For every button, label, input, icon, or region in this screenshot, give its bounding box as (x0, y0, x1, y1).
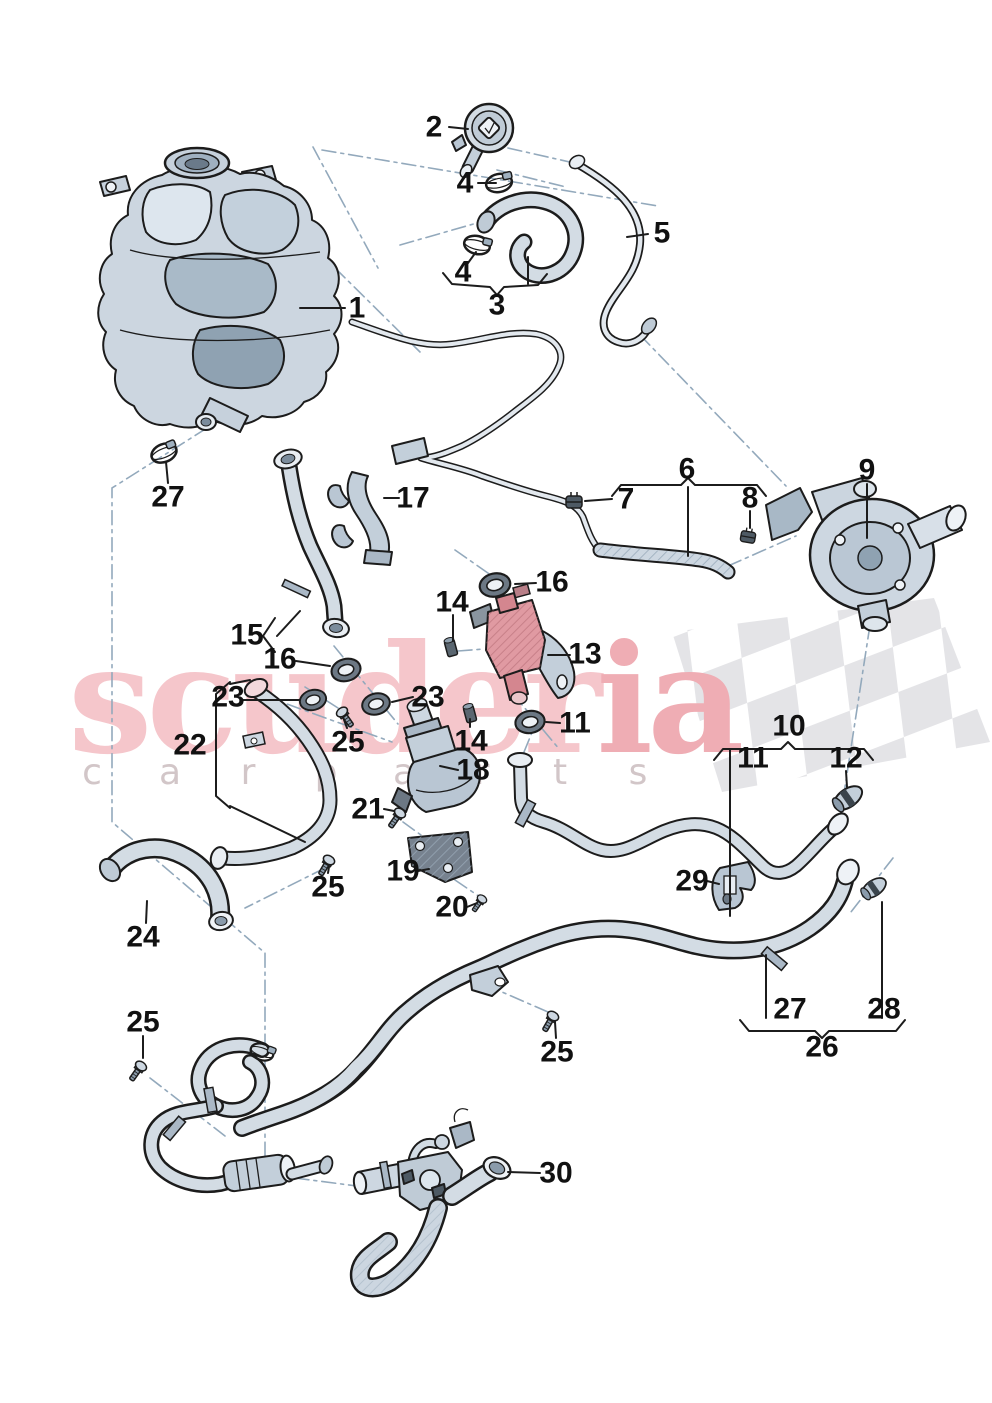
expansion-tank (97, 146, 343, 433)
part-callout-22: 22 (173, 729, 206, 762)
part-callout-23: 23 (211, 681, 244, 714)
coolant-pipe-22 (209, 677, 338, 870)
part-callout-23: 23 (411, 681, 444, 714)
part-callout-24: 24 (126, 921, 160, 954)
part-callout-28: 28 (867, 993, 900, 1026)
screw-20 (468, 892, 489, 915)
part-callout-7: 7 (618, 483, 635, 516)
part-callout-6: 6 (679, 453, 696, 486)
part-callout-16: 16 (535, 566, 568, 599)
aux-pump-13-highlighted (469, 583, 576, 705)
part-callout-20: 20 (435, 891, 468, 924)
part-callout-17: 17 (396, 482, 429, 515)
part-callout-9: 9 (859, 454, 876, 487)
grommet-12 (828, 780, 868, 816)
coolant-pump-housing (765, 477, 967, 632)
part-callout-15: 15 (230, 619, 263, 652)
watermark-letter: c (82, 752, 102, 793)
watermark-letter: r (241, 752, 256, 793)
part-callout-25: 25 (331, 726, 364, 759)
part-callout-25: 25 (311, 871, 344, 904)
aux-water-pump-18 (391, 697, 481, 813)
part-callout-27: 27 (151, 481, 184, 514)
hose-clip-7 (565, 491, 583, 509)
bolt-25-d (538, 1008, 562, 1035)
part-callout-11: 11 (737, 742, 769, 775)
quick-connector (391, 437, 429, 465)
part-callout-25: 25 (126, 1006, 159, 1039)
part-callout-27: 27 (773, 993, 806, 1026)
bracket-17 (327, 471, 393, 566)
part-callout-30: 30 (539, 1157, 572, 1190)
part-callout-1: 1 (349, 292, 366, 325)
checkered-flag-watermark (672, 598, 990, 792)
valve-hose-assembly-30 (349, 1108, 512, 1298)
part-callout-26: 26 (805, 1031, 838, 1064)
part-callout-4: 4 (455, 256, 472, 289)
part-callout-10: 10 (772, 710, 805, 743)
coolant-pipe-11 (507, 752, 849, 880)
part-callout-19: 19 (386, 855, 419, 888)
coolant-hose-27-long (233, 858, 860, 1137)
elbow-hose-24 (98, 838, 234, 932)
part-callout-25: 25 (540, 1036, 573, 1069)
watermark-letter: s (629, 752, 648, 793)
watermark-letter: t (553, 752, 567, 793)
grouping-brackets (215, 272, 906, 1039)
coolant-pipe-15 (273, 448, 350, 639)
parts-artwork (97, 102, 967, 1298)
vent-hose (476, 191, 585, 284)
hose-mounting-tab (469, 965, 509, 997)
filler-cap (451, 102, 515, 179)
part-callout-12: 12 (829, 742, 862, 775)
hose-clip-8 (739, 526, 758, 545)
part-callout-29: 29 (675, 865, 708, 898)
part-callout-8: 8 (742, 482, 759, 515)
part-callout-4: 4 (457, 167, 474, 200)
part-callout-3: 3 (489, 289, 506, 322)
part-callout-21: 21 (351, 793, 384, 826)
clamp-4-lower (460, 231, 495, 259)
lower-hose-cluster (143, 1037, 334, 1194)
bolt-25-c (125, 1058, 150, 1085)
part-callout-5: 5 (654, 217, 671, 250)
leader-lines (142, 126, 883, 1174)
part-callout-11: 11 (559, 707, 591, 740)
breather-hose (568, 154, 658, 348)
part-callout-14: 14 (454, 725, 488, 758)
part-callout-14: 14 (435, 586, 469, 619)
retainer-clip-29 (711, 861, 756, 911)
part-callout-16: 16 (263, 643, 296, 676)
part-callout-2: 2 (426, 111, 443, 144)
part-callout-18: 18 (456, 754, 489, 787)
grommet-28 (857, 873, 891, 903)
part-callout-13: 13 (568, 638, 601, 671)
watermark-letter: a (159, 752, 181, 793)
water-hose-6 (348, 318, 736, 580)
